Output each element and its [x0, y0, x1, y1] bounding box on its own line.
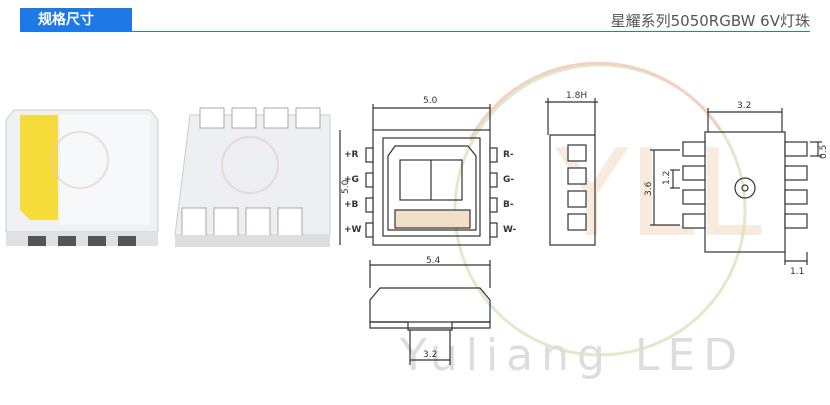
pin-label-right: R- [503, 150, 514, 160]
pin-label-right: W- [503, 225, 517, 235]
pin-label-left: +B [344, 200, 359, 210]
pin-label-left: +W [344, 225, 362, 235]
watermark-logo-text: YLL [554, 125, 762, 264]
dim-bottom-width: 5.4 [426, 256, 441, 266]
led-photo-top [5, 109, 159, 246]
product-title: 星耀系列5050RGBW 6V灯珠 [610, 12, 810, 30]
dim-right-bottom: 1.1 [790, 267, 804, 277]
dim-right-pad: 0.5 [819, 145, 829, 159]
dim-bottom-inner: 3.2 [423, 350, 437, 360]
spec-drawing-area: YLL Yuliang LED [5, 61, 829, 381]
watermark-brand-text: Yuliang LED [399, 330, 745, 381]
bottom-view-drawing [369, 260, 491, 365]
pin-label-right: B- [503, 200, 514, 210]
dim-right-pitch-a: 3.6 [644, 181, 654, 196]
pin-label-right: G- [503, 175, 514, 185]
section-tab: 规格尺寸 [20, 8, 132, 32]
dim-top-width: 5.0 [423, 96, 438, 106]
pin-label-left: +R [344, 150, 359, 160]
top-view-drawing [339, 104, 498, 246]
dim-right-pitch-b: 1.2 [662, 171, 672, 185]
watermark-logo: YLL [453, 61, 762, 357]
spec-header: 规格尺寸 星耀系列5050RGBW 6V灯珠 [20, 8, 810, 32]
right-view-drawing [650, 108, 822, 265]
pin-label-left: +G [344, 175, 359, 185]
led-photo-bottom [174, 107, 331, 247]
header-divider [20, 31, 810, 32]
dim-top-height: 5.0 [341, 179, 351, 194]
dim-right-width: 3.2 [737, 101, 751, 111]
side-view-drawing [545, 98, 598, 246]
dim-side-width: 1.8H [566, 91, 587, 101]
